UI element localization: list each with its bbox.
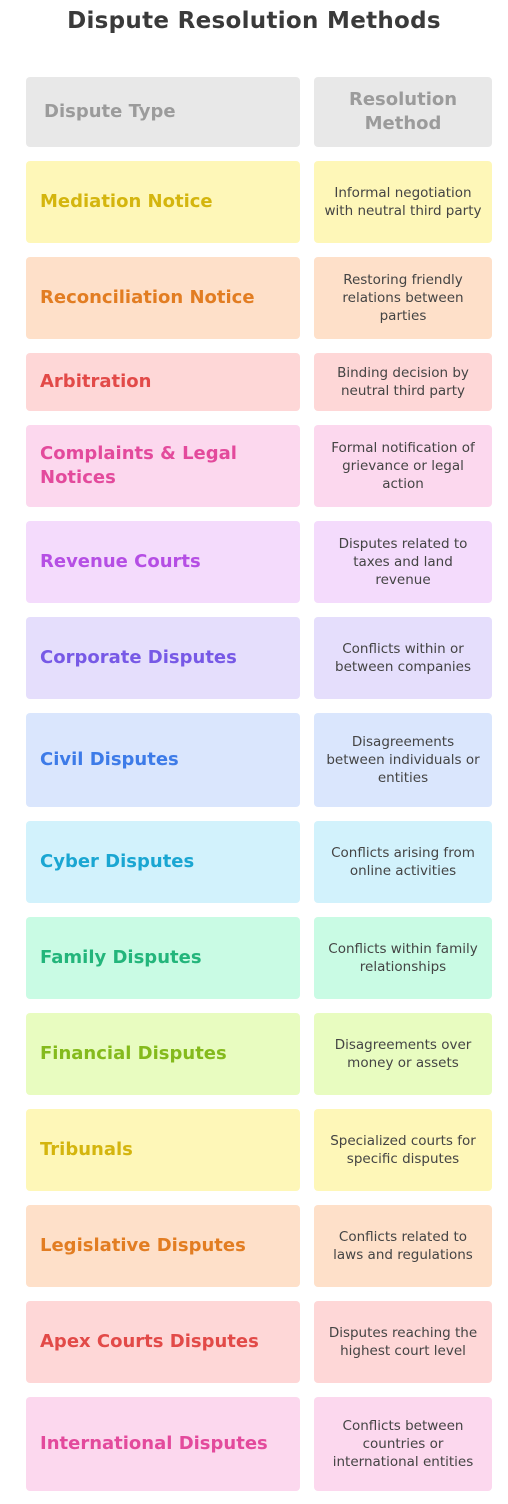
resolution-method-cell-label: Conflicts within or between companies xyxy=(335,641,471,675)
resolution-method-cell-label: Disputes related to taxes and land reven… xyxy=(338,536,468,588)
resolution-method-cell: Disagreements between individuals or ent… xyxy=(314,713,492,807)
dispute-type-cell: Corporate Disputes xyxy=(26,617,300,699)
resolution-method-cell-label: Specialized courts for specific disputes xyxy=(330,1133,476,1167)
dispute-type-cell: Legislative Disputes xyxy=(26,1205,300,1287)
resolution-method-cell-label: Disagreements between individuals or ent… xyxy=(326,734,480,786)
dispute-type-cell-label: Legislative Disputes xyxy=(40,1235,246,1256)
dispute-type-cell: Complaints & Legal Notices xyxy=(26,425,300,507)
header-resolution-method-label: Resolution Method xyxy=(348,89,458,134)
dispute-type-cell-label: Arbitration xyxy=(40,371,152,392)
dispute-type-cell: Apex Courts Disputes xyxy=(26,1301,300,1383)
dispute-type-cell-label: Family Disputes xyxy=(40,947,202,968)
resolution-method-cell-label: Conflicts arising from online activities xyxy=(331,845,475,879)
resolution-method-cell-label: Informal negotiation with neutral third … xyxy=(324,185,482,219)
dispute-type-cell-label: Cyber Disputes xyxy=(40,851,195,872)
resolution-method-cell: Specialized courts for specific disputes xyxy=(314,1109,492,1191)
dispute-type-cell: Reconciliation Notice xyxy=(26,257,300,339)
dispute-type-cell: Mediation Notice xyxy=(26,161,300,243)
dispute-type-cell: Cyber Disputes xyxy=(26,821,300,903)
resolution-method-cell-label: Binding decision by neutral third party xyxy=(337,365,469,399)
header-dispute-type: Dispute Type xyxy=(26,77,300,147)
resolution-method-cell: Informal negotiation with neutral third … xyxy=(314,161,492,243)
resolution-method-cell: Conflicts arising from online activities xyxy=(314,821,492,903)
header-resolution-method: Resolution Method xyxy=(314,77,492,147)
resolution-method-cell-label: Formal notification of grievance or lega… xyxy=(331,440,475,492)
header-dispute-type-label: Dispute Type xyxy=(44,101,176,122)
resolution-method-cell-label: Conflicts between countries or internati… xyxy=(332,1418,474,1470)
dispute-type-cell: Civil Disputes xyxy=(26,713,300,807)
resolution-method-cell-label: Disputes reaching the highest court leve… xyxy=(328,1325,478,1359)
dispute-type-cell-label: Apex Courts Disputes xyxy=(40,1331,259,1352)
page-title: Dispute Resolution Methods xyxy=(67,8,441,34)
dispute-type-cell-label: Corporate Disputes xyxy=(40,647,237,668)
resolution-method-cell-label: Conflicts within family relationships xyxy=(328,941,478,975)
dispute-type-cell: Family Disputes xyxy=(26,917,300,999)
resolution-method-cell: Conflicts related to laws and regulation… xyxy=(314,1205,492,1287)
dispute-type-cell-label: Mediation Notice xyxy=(40,191,213,212)
dispute-type-cell-label: Civil Disputes xyxy=(40,749,179,770)
resolution-method-cell-label: Restoring friendly relations between par… xyxy=(342,272,464,324)
dispute-type-cell-label: Revenue Courts xyxy=(40,551,201,572)
dispute-type-cell-label: Complaints & Legal Notices xyxy=(40,443,237,488)
resolution-method-cell: Binding decision by neutral third party xyxy=(314,353,492,411)
resolution-method-cell-label: Disagreements over money or assets xyxy=(334,1037,472,1071)
resolution-method-cell: Disagreements over money or assets xyxy=(314,1013,492,1095)
dispute-type-cell: Arbitration xyxy=(26,353,300,411)
dispute-type-cell-label: Reconciliation Notice xyxy=(40,287,255,308)
dispute-type-cell-label: International Disputes xyxy=(40,1433,268,1454)
resolution-method-cell: Disputes reaching the highest court leve… xyxy=(314,1301,492,1383)
dispute-type-cell-label: Financial Disputes xyxy=(40,1043,227,1064)
dispute-type-cell: Revenue Courts xyxy=(26,521,300,603)
dispute-type-cell: Tribunals xyxy=(26,1109,300,1191)
resolution-method-cell-label: Conflicts related to laws and regulation… xyxy=(333,1229,473,1263)
dispute-type-cell: International Disputes xyxy=(26,1397,300,1491)
resolution-method-cell: Disputes related to taxes and land reven… xyxy=(314,521,492,603)
resolution-method-cell: Formal notification of grievance or lega… xyxy=(314,425,492,507)
dispute-type-cell-label: Tribunals xyxy=(40,1139,133,1160)
resolution-method-cell: Restoring friendly relations between par… xyxy=(314,257,492,339)
resolution-method-cell: Conflicts within family relationships xyxy=(314,917,492,999)
dispute-type-cell: Financial Disputes xyxy=(26,1013,300,1095)
resolution-method-cell: Conflicts between countries or internati… xyxy=(314,1397,492,1491)
resolution-method-cell: Conflicts within or between companies xyxy=(314,617,492,699)
